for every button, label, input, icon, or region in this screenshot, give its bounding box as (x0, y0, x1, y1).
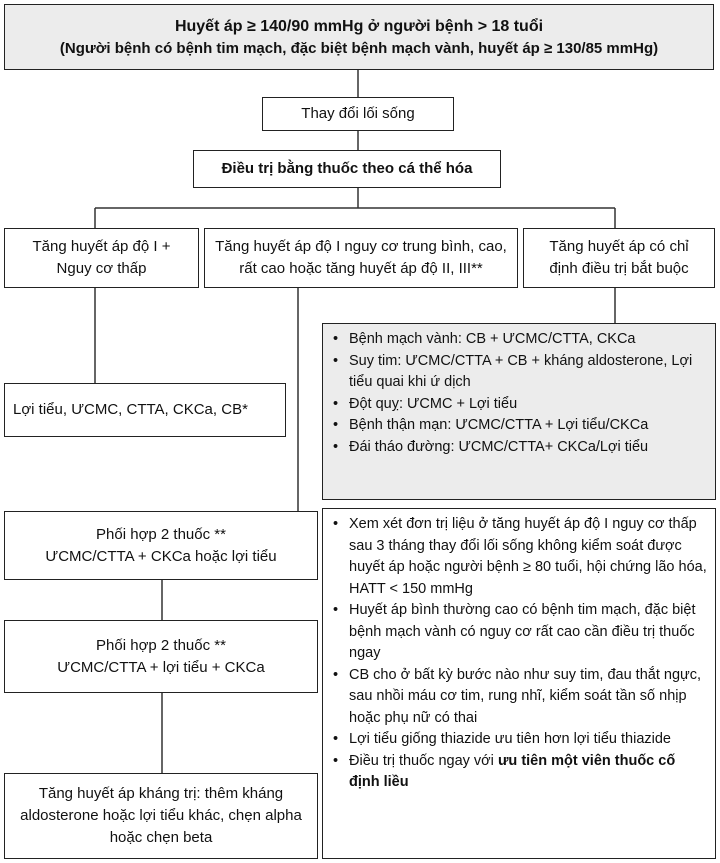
branch-high-risk-label: Tăng huyết áp độ I nguy cơ trung bình, c… (215, 238, 507, 277)
notes-list: Xem xét đơn trị liệu ở tăng huyết áp độ … (329, 514, 709, 794)
indications-list: Bệnh mạch vành: CB + ƯCMC/CTTA, CKCa Suy… (329, 329, 709, 458)
branch-high-risk: Tăng huyết áp độ I nguy cơ trung bình, c… (204, 228, 518, 288)
combo-three-drug-title: Phối hợp 2 thuốc ** (96, 636, 226, 654)
combo-two-drug-detail: ƯCMC/CTTA + CKCa hoặc lợi tiểu (45, 547, 277, 565)
final-note-emphasis: ưu tiên một viên thuốc cố định liều (349, 752, 676, 791)
list-item: Bệnh mạch vành: CB + ƯCMC/CTTA, CKCa (329, 329, 709, 351)
lifestyle-label: Thay đổi lối sống (301, 105, 415, 122)
branch-low-risk: Tăng huyết áp độ I + Nguy cơ thấp (4, 228, 199, 288)
individualized-box: Điều trị bằng thuốc theo cá thể hóa (193, 150, 501, 188)
final-note-prefix: Điều trị thuốc ngay với (349, 752, 498, 769)
criteria-main: Huyết áp ≥ 140/90 mmHg ở người bệnh > 18… (174, 17, 544, 35)
list-item: Đái tháo đường: ƯCMC/CTTA+ CKCa/Lợi tiểu (329, 437, 709, 459)
combo-two-drug-title: Phối hợp 2 thuốc ** (96, 525, 226, 543)
monotherapy-label: Lợi tiểu, ƯCMC, CTTA, CKCa, CB* (13, 401, 248, 418)
list-item: Lợi tiểu giống thiazide ưu tiên hơn lợi … (329, 729, 709, 751)
list-item: Bệnh thận mạn: ƯCMC/CTTA + Lợi tiểu/CKCa (329, 415, 709, 437)
combo-three-drug-detail: ƯCMC/CTTA + lợi tiểu + CKCa (57, 658, 265, 676)
list-item-final: Điều trị thuốc ngay với ưu tiên một viên… (329, 751, 709, 794)
combo-two-drug-box: Phối hợp 2 thuốc ** ƯCMC/CTTA + CKCa hoặ… (4, 511, 318, 580)
list-item: CB cho ở bất kỳ bước nào như suy tim, đa… (329, 665, 709, 730)
monotherapy-box: Lợi tiểu, ƯCMC, CTTA, CKCa, CB* (4, 383, 286, 437)
list-item: Xem xét đơn trị liệu ở tăng huyết áp độ … (329, 514, 709, 600)
individualized-label: Điều trị bằng thuốc theo cá thể hóa (221, 160, 473, 177)
list-item: Suy tim: ƯCMC/CTTA + CB + kháng aldoster… (329, 351, 709, 394)
criteria-cardio: (Người bệnh có bệnh tim mạch, đặc biệt b… (59, 39, 659, 57)
lifestyle-box: Thay đổi lối sống (262, 97, 454, 131)
list-item: Huyết áp bình thường cao có bệnh tim mạc… (329, 600, 709, 665)
branch-low-risk-label: Tăng huyết áp độ I + Nguy cơ thấp (32, 238, 171, 277)
combo-three-drug-box: Phối hợp 2 thuốc ** ƯCMC/CTTA + lợi tiểu… (4, 620, 318, 693)
notes-box: Xem xét đơn trị liệu ở tăng huyết áp độ … (322, 508, 716, 859)
criteria-box: Huyết áp ≥ 140/90 mmHg ở người bệnh > 18… (4, 4, 714, 70)
resistant-box: Tăng huyết áp kháng trị: thêm kháng aldo… (4, 773, 318, 859)
branch-compelling: Tăng huyết áp có chỉ định điều trị bắt b… (523, 228, 715, 288)
branch-compelling-label: Tăng huyết áp có chỉ định điều trị bắt b… (549, 238, 689, 277)
indications-box: Bệnh mạch vành: CB + ƯCMC/CTTA, CKCa Suy… (322, 323, 716, 500)
list-item: Đột quỵ: ƯCMC + Lợi tiểu (329, 394, 709, 416)
resistant-label: Tăng huyết áp kháng trị: thêm kháng aldo… (20, 785, 302, 846)
